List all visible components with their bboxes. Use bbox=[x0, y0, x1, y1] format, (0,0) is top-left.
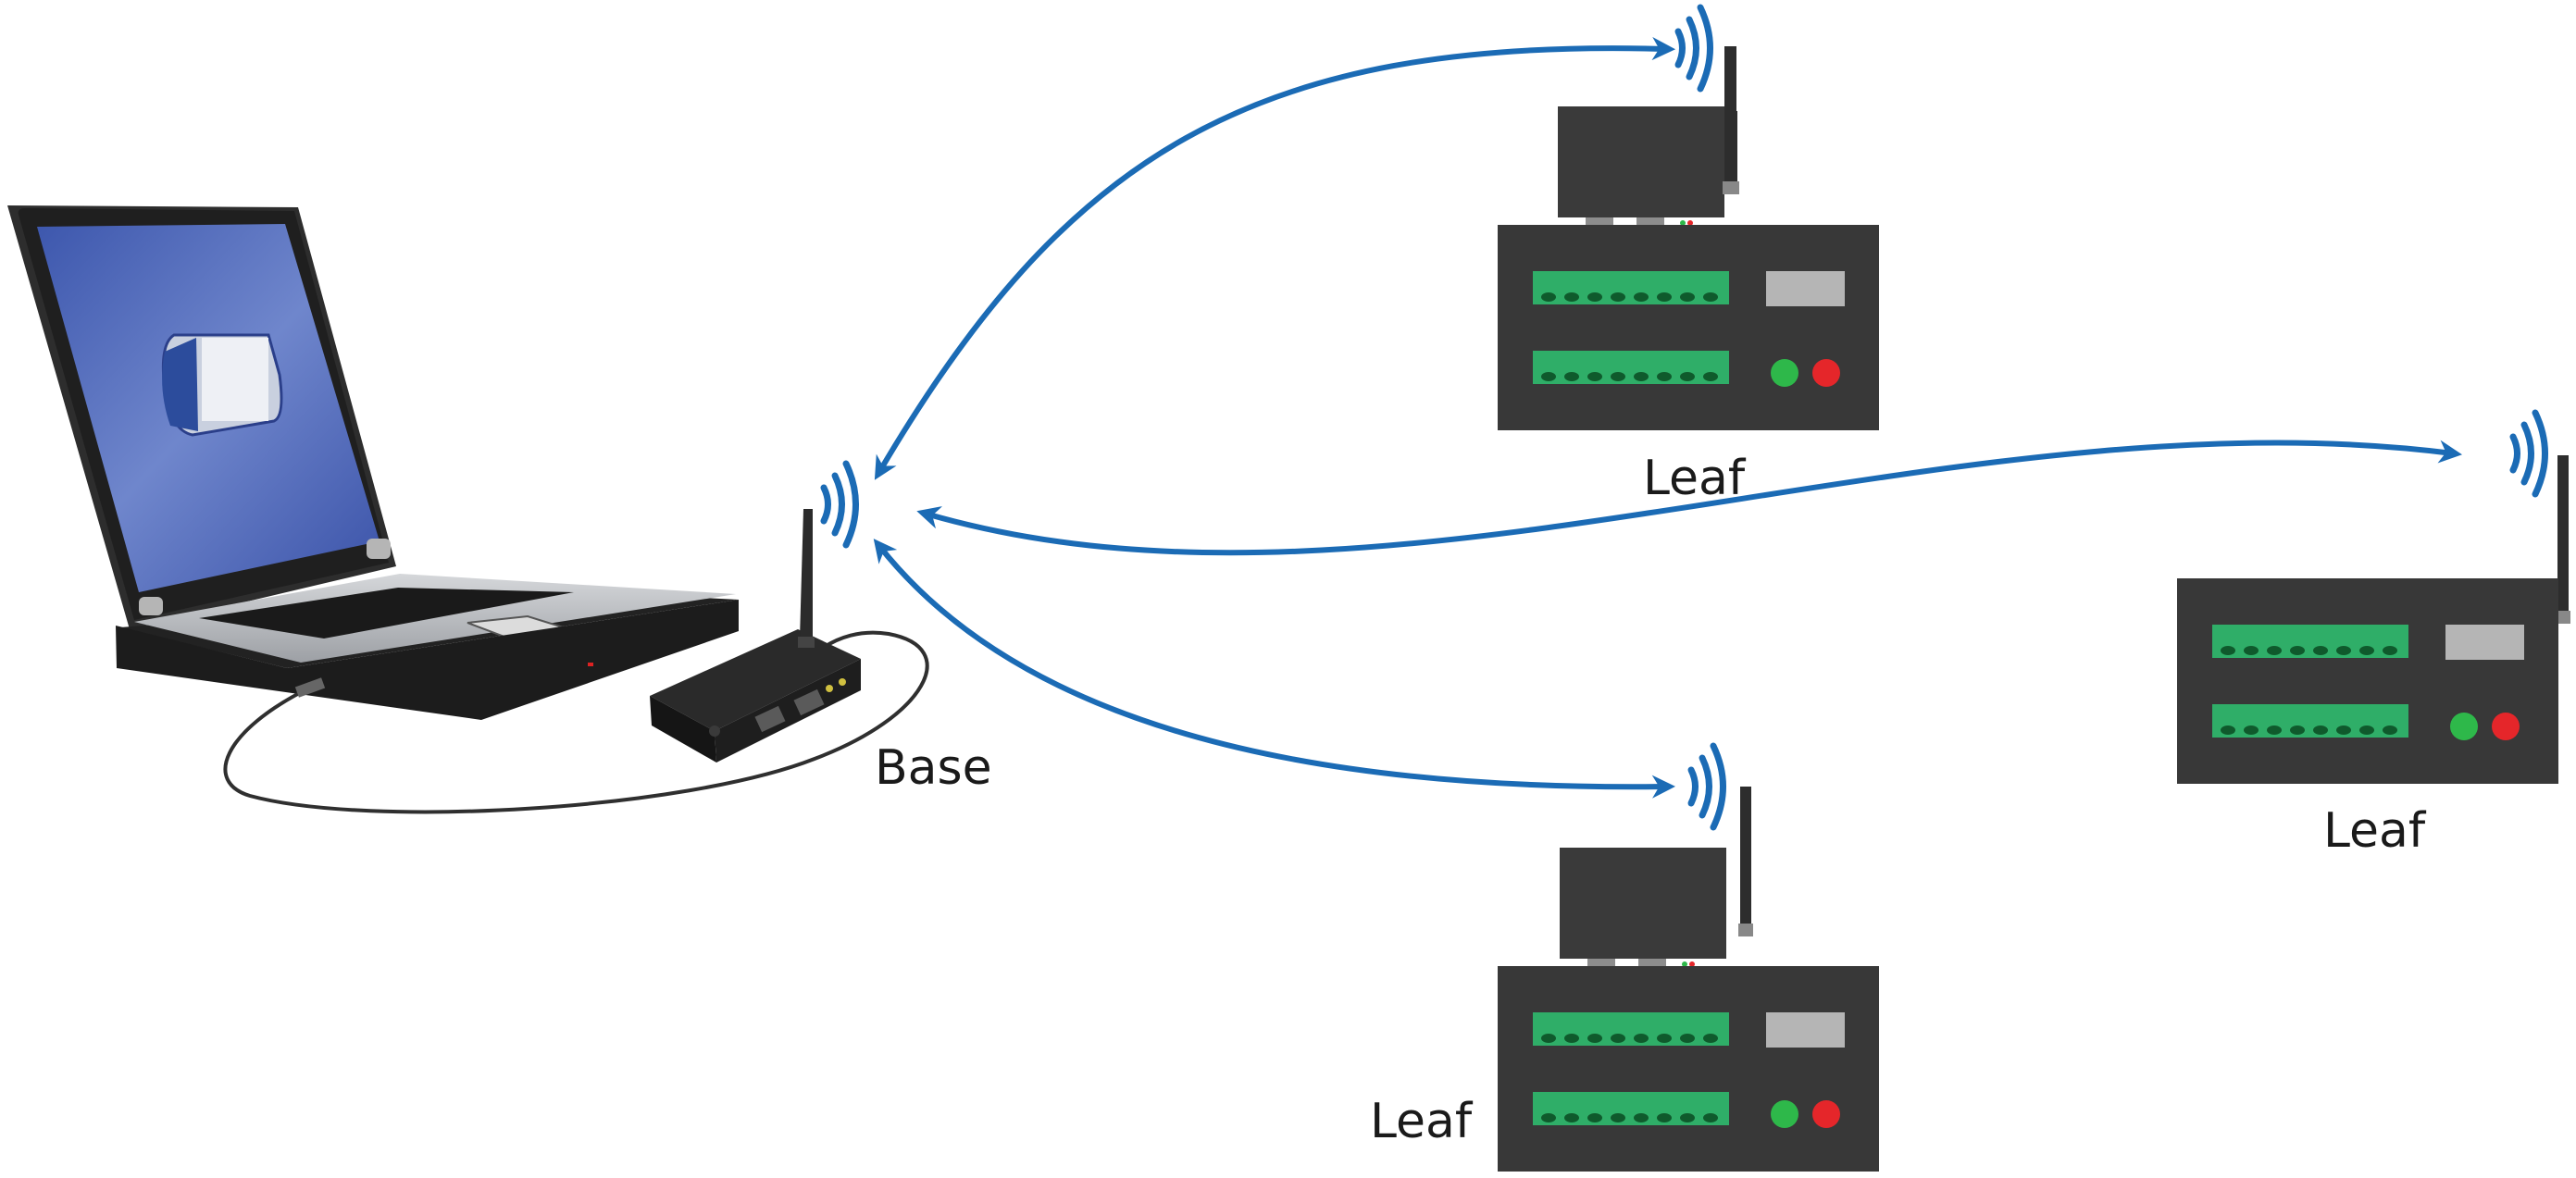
app-window bbox=[161, 333, 283, 437]
usb-plug bbox=[294, 677, 326, 698]
leaf-device-right bbox=[2177, 455, 2570, 784]
link-base-leaf-bottom bbox=[873, 539, 1676, 799]
base-radio-icon bbox=[650, 509, 861, 763]
base-label: Base bbox=[875, 740, 992, 796]
wireless-signal-icon bbox=[2513, 413, 2545, 494]
leaf-top-label: Leaf bbox=[1643, 451, 1746, 506]
leaf-right-label: Leaf bbox=[2323, 803, 2426, 859]
laptop-icon bbox=[7, 205, 739, 720]
link-base-leaf-top bbox=[874, 36, 1676, 480]
leaf-device-bottom bbox=[1498, 787, 1879, 1172]
wireless-signal-icon bbox=[824, 464, 856, 545]
leaf-device-top bbox=[1498, 46, 1879, 430]
wireless-signal-icon bbox=[1691, 746, 1724, 827]
wireless-signal-icon bbox=[1678, 7, 1711, 89]
leaf-bottom-label: Leaf bbox=[1370, 1094, 1473, 1149]
